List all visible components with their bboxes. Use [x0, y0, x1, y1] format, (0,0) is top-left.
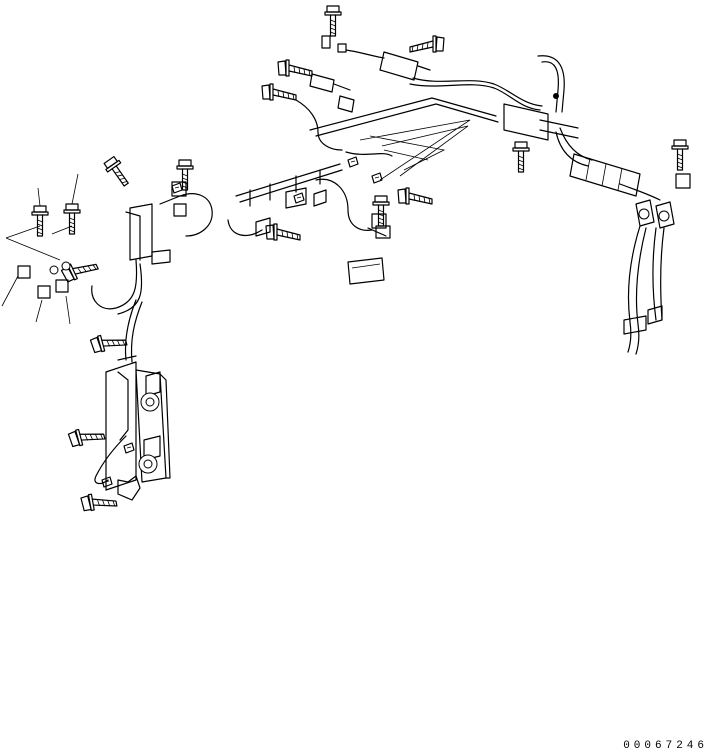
upper-harness	[321, 5, 579, 173]
middle-harness	[227, 59, 499, 285]
speaker-panel	[67, 299, 171, 513]
drawing-number: 00067246	[623, 740, 708, 752]
right-harness	[555, 127, 691, 355]
left-harness	[1, 154, 213, 325]
misc-bolts	[171, 182, 391, 239]
